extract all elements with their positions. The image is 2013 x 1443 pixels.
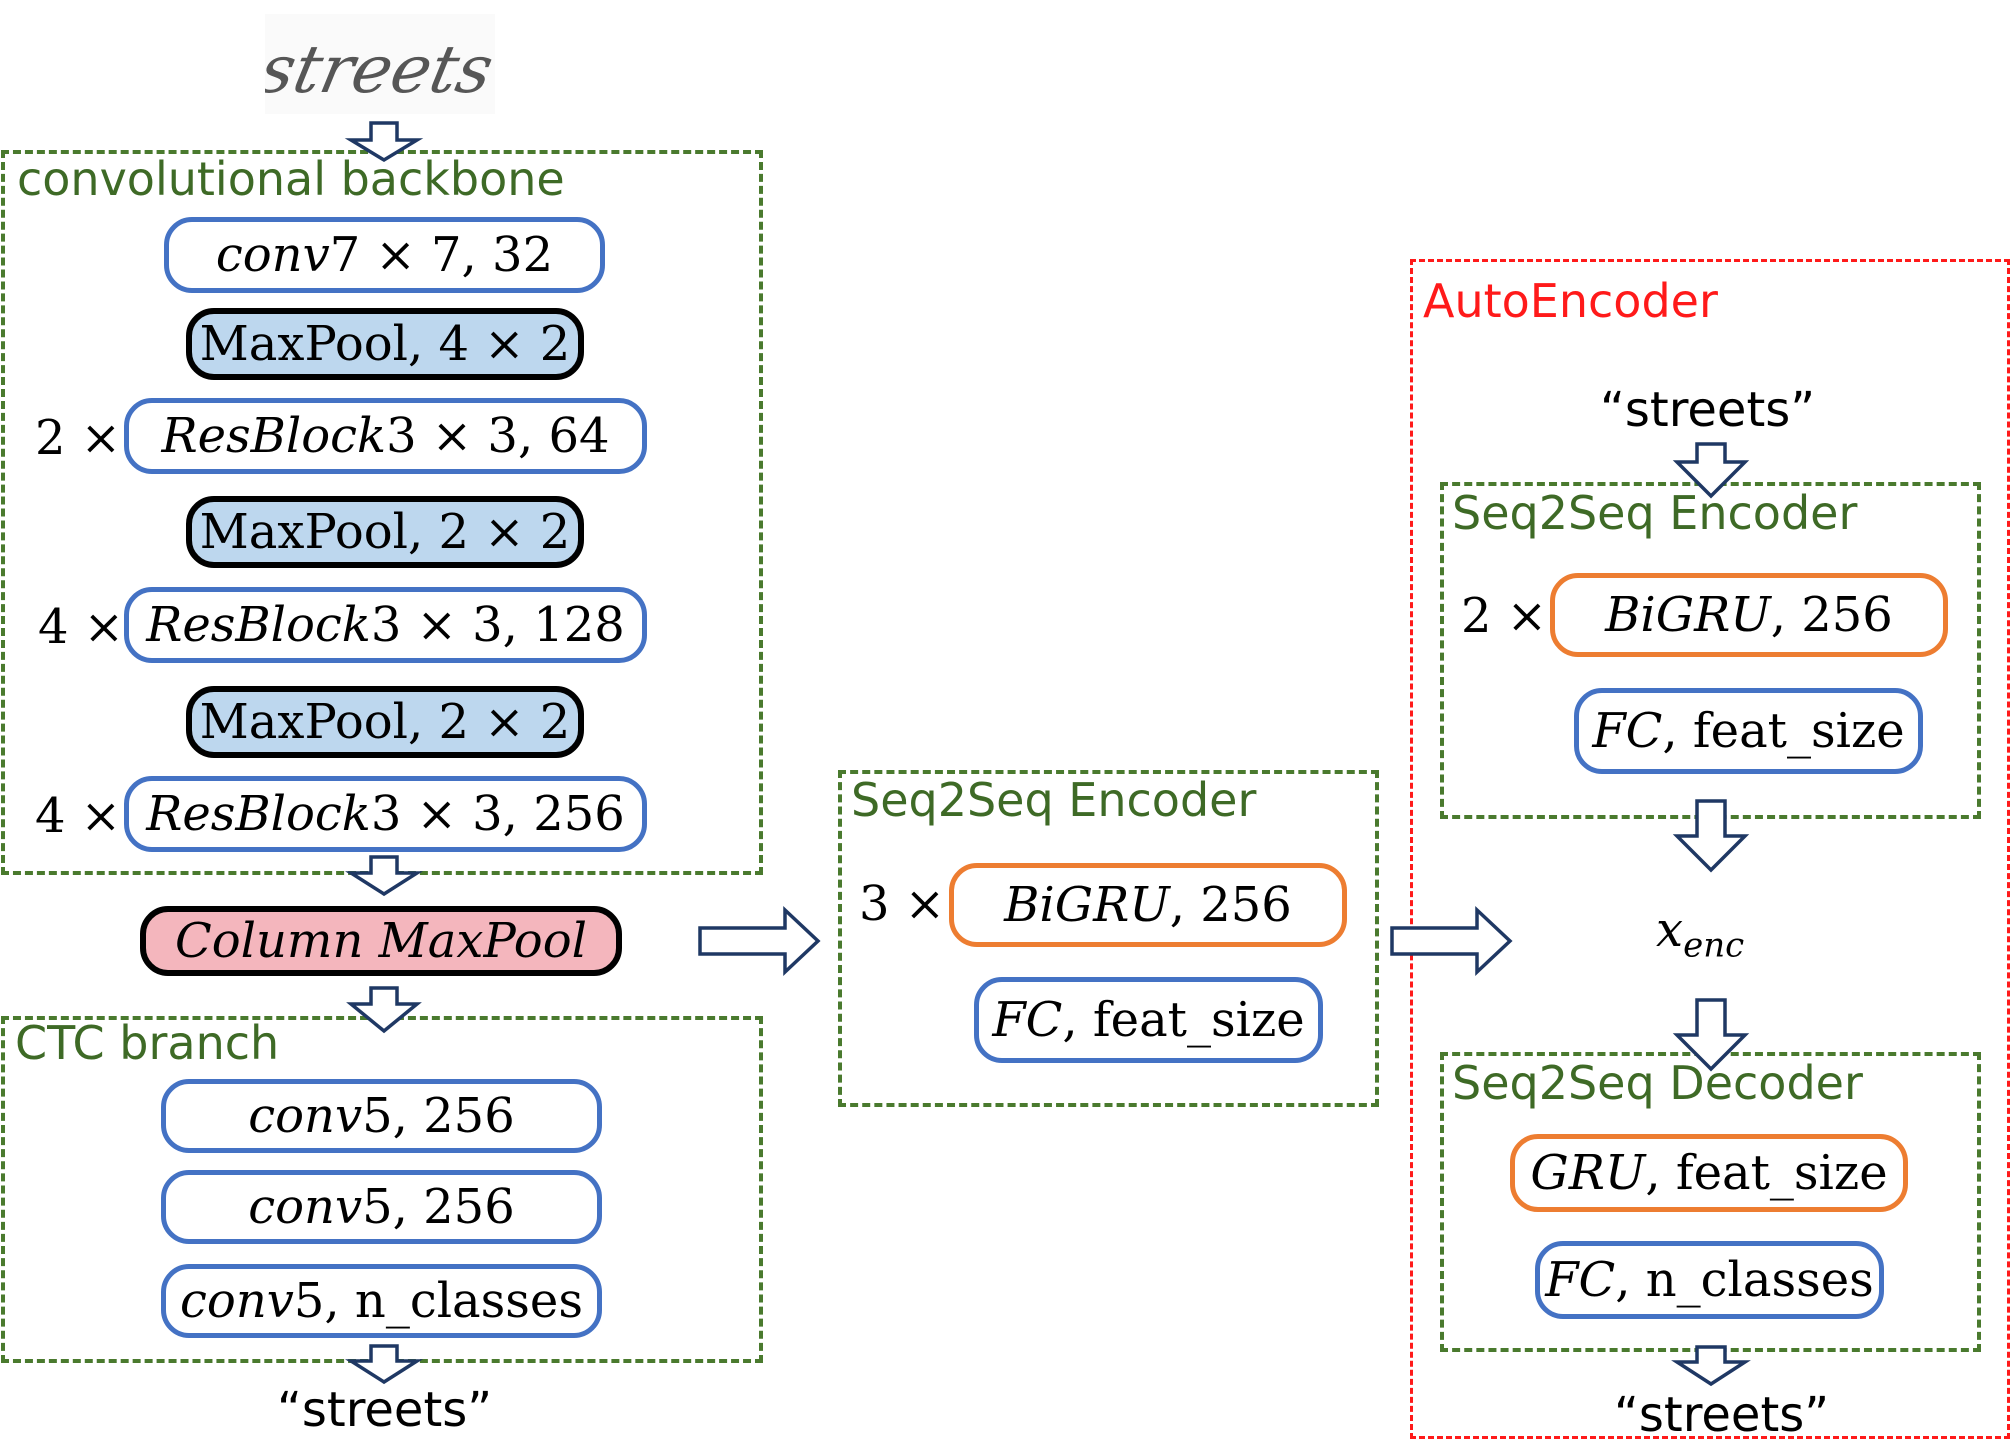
down-arrow-icon	[1672, 442, 1750, 499]
right-arrow-icon	[1390, 905, 1513, 977]
repeat-multiplier: 2 ×	[35, 410, 122, 466]
autoencoder-input-label: “streets”	[1600, 382, 1816, 438]
layer-name: ResBlock	[146, 597, 371, 653]
layer-params: , feat_size	[1645, 1145, 1888, 1201]
layer-params: 5, 256	[362, 1179, 515, 1235]
down-arrow-icon	[1672, 799, 1750, 873]
resblock-64-box: ResBlock 3 × 3, 64	[124, 398, 647, 474]
down-arrow-icon	[344, 121, 424, 163]
layer-params: MaxPool, 2 × 2	[199, 504, 571, 560]
layer-params: 5, 256	[362, 1088, 515, 1144]
latent-vector-label: xenc	[1656, 906, 1744, 963]
middle-encoder-group	[838, 770, 1379, 1107]
layer-name: conv	[215, 227, 330, 283]
resblock-256-box: ResBlock 3 × 3, 256	[124, 776, 647, 852]
layer-name: ResBlock	[146, 786, 371, 842]
ae-decoder-gru-box: GRU, feat_size	[1510, 1134, 1908, 1212]
layer-name: FC	[992, 992, 1063, 1048]
ctc-conv-box: conv 5, 256	[161, 1079, 602, 1153]
autoencoder-output-label: “streets”	[1614, 1387, 1830, 1443]
down-arrow-icon	[344, 855, 424, 897]
layer-params: , 256	[1770, 587, 1893, 643]
ae-encoder-title: Seq2Seq Encoder	[1452, 486, 1858, 540]
resblock-128-box: ResBlock 3 × 3, 128	[124, 587, 647, 663]
column-maxpool-box: Column MaxPool	[140, 906, 622, 976]
backbone-conv-box: conv 7 × 7, 32	[164, 217, 605, 293]
handwriting-input-image: streets	[265, 14, 495, 114]
ae-encoder-fc-box: FC, feat_size	[1574, 688, 1923, 774]
maxpool-box-1: MaxPool, 4 × 2	[186, 308, 584, 380]
maxpool-box-3: MaxPool, 2 × 2	[186, 686, 584, 758]
layer-name: conv	[180, 1273, 294, 1329]
backbone-title: convolutional backbone	[17, 152, 565, 206]
layer-params: 7 × 7, 32	[329, 227, 554, 283]
layer-name: BiGRU	[1605, 587, 1771, 643]
middle-bigru-box: BiGRU, 256	[949, 863, 1347, 947]
layer-name: FC	[1592, 703, 1663, 759]
layer-params: 3 × 3, 256	[370, 786, 625, 842]
layer-name: conv	[248, 1088, 363, 1144]
layer-params: , feat_size	[1662, 703, 1905, 759]
repeat-multiplier: 4 ×	[38, 599, 125, 655]
layer-name: FC	[1545, 1252, 1616, 1308]
ae-decoder-title: Seq2Seq Decoder	[1452, 1056, 1863, 1110]
down-arrow-icon	[1671, 1345, 1751, 1387]
repeat-multiplier: 4 ×	[35, 788, 122, 844]
latent-symbol: x	[1656, 902, 1684, 958]
handwriting-word: streets	[265, 31, 495, 108]
layer-name: BiGRU	[1004, 877, 1170, 933]
layer-params: MaxPool, 2 × 2	[199, 694, 571, 750]
layer-params: , feat_size	[1062, 992, 1305, 1048]
repeat-multiplier: 3 ×	[859, 876, 946, 932]
autoencoder-group	[1410, 259, 2010, 1439]
layer-name: Column MaxPool	[175, 913, 587, 969]
right-arrow-icon	[698, 905, 821, 977]
layer-params: , 256	[1169, 877, 1292, 933]
autoencoder-title: AutoEncoder	[1423, 274, 1718, 328]
layer-params: 3 × 3, 64	[386, 408, 610, 464]
ctc-conv-box: conv 5, 256	[161, 1170, 602, 1244]
layer-name: conv	[248, 1179, 363, 1235]
ctc-title: CTC branch	[15, 1016, 280, 1070]
middle-encoder-title: Seq2Seq Encoder	[851, 773, 1257, 827]
ae-bigru-box: BiGRU, 256	[1550, 573, 1948, 657]
down-arrow-icon	[344, 1344, 424, 1385]
maxpool-box-2: MaxPool, 2 × 2	[186, 496, 584, 568]
ctc-conv-box: conv 5, n_classes	[161, 1264, 602, 1338]
down-arrow-icon	[1672, 998, 1750, 1072]
layer-name: ResBlock	[161, 408, 387, 464]
repeat-multiplier: 2 ×	[1461, 588, 1548, 644]
ae-decoder-fc-box: FC, n_classes	[1535, 1241, 1884, 1319]
down-arrow-icon	[346, 986, 422, 1034]
layer-params: MaxPool, 4 × 2	[199, 316, 571, 372]
latent-subscript: enc	[1683, 925, 1745, 966]
middle-fc-box: FC, feat_size	[974, 977, 1323, 1063]
layer-name: GRU	[1530, 1145, 1646, 1201]
layer-params: 5, n_classes	[293, 1273, 583, 1329]
ctc-output-label: “streets”	[277, 1382, 493, 1438]
layer-params: , n_classes	[1615, 1252, 1874, 1308]
layer-params: 3 × 3, 128	[370, 597, 625, 653]
